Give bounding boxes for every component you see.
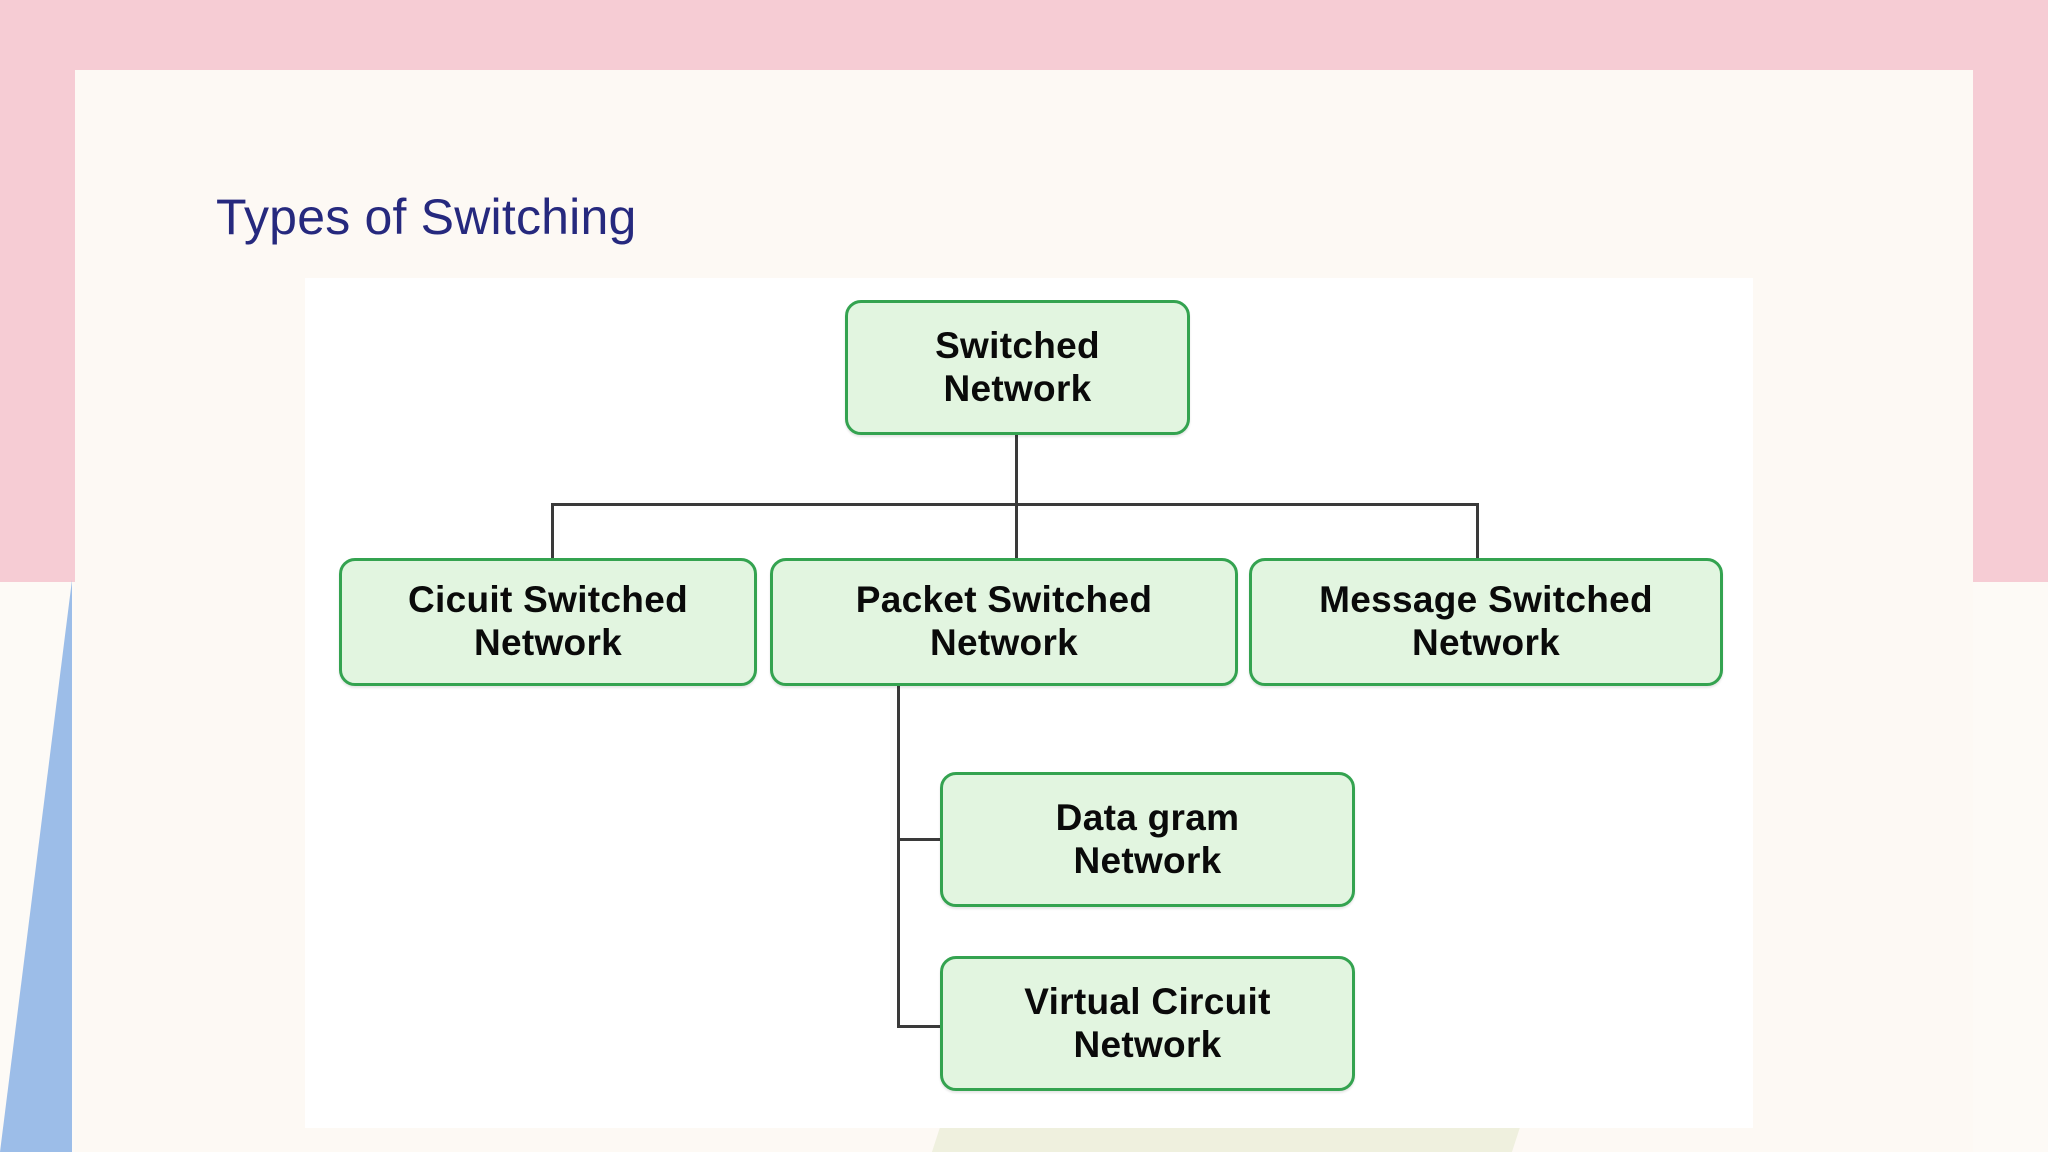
connector-root-stem [1015,435,1018,505]
node-message-switched-network[interactable]: Message Switched Network [1249,558,1723,686]
decorative-blue-triangle [0,580,72,1152]
node-packet-switched-network-label: Packet Switched Network [855,579,1153,663]
node-datagram-network[interactable]: Data gram Network [940,772,1355,907]
node-virtual-circuit-network-label: Virtual Circuit Network [1024,980,1271,1065]
connector-drop-circuit [551,503,554,560]
connector-branch-virtual-circuit [897,1025,943,1028]
connector-packet-spine [897,686,900,1028]
connector-branch-datagram [897,838,943,841]
connector-drop-message [1476,503,1479,560]
node-packet-switched-network[interactable]: Packet Switched Network [770,558,1238,686]
node-message-switched-network-label: Message Switched Network [1319,579,1653,663]
node-switched-network-label: Switched Network [935,324,1100,409]
node-switched-network[interactable]: Switched Network [845,300,1190,435]
page-title: Types of Switching [216,189,637,245]
node-circuit-switched-network-label: Cicuit Switched Network [408,579,688,663]
node-circuit-switched-network[interactable]: Cicuit Switched Network [339,558,757,686]
node-datagram-network-label: Data gram Network [1055,796,1240,881]
connector-drop-packet [1015,503,1018,560]
node-virtual-circuit-network[interactable]: Virtual Circuit Network [940,956,1355,1091]
